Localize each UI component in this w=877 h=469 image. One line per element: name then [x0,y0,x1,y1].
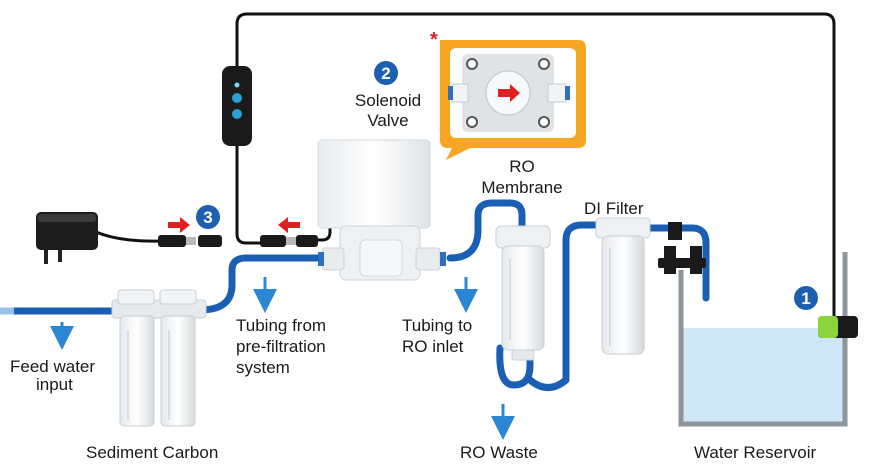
ro-inlet-tube [446,199,526,262]
marker-2: 2 [374,61,398,85]
valve-cable [300,222,332,242]
svg-text:3: 3 [203,208,212,227]
tubing-pre-label-3: system [236,358,290,377]
marker-3: 3 [196,205,220,229]
ro-membrane-label-2: Membrane [481,178,562,197]
ro-membrane-label: RO [509,157,535,176]
valve-callout [440,40,586,160]
power-adapter [36,212,98,264]
sediment-carbon-label: Sediment Carbon [86,443,218,462]
dc-connector [158,235,318,247]
pre-filtration-tube [196,254,326,314]
sensor-cable [235,12,836,322]
feed-water-label-2: input [36,375,73,394]
tubing-ro-label-2: RO inlet [402,337,464,356]
svg-text:1: 1 [801,289,810,308]
tubing-pre-label: Tubing from [236,316,326,335]
flow-direction-arrow [498,84,520,102]
solenoid-label: Solenoid [355,91,421,110]
connector-arrow-right [168,217,190,233]
controller-cable-down [235,145,262,245]
sediment-carbon-filters [111,289,207,427]
callout-asterisk: * [430,29,438,51]
connector-arrow-left [278,217,300,233]
di-filter-label: DI Filter [584,199,644,218]
feed-water-label: Feed water [10,357,95,376]
tubing-pre-label-2: pre-filtration [236,337,326,356]
solenoid-valve [317,139,446,281]
tubing-ro-label: Tubing to [402,316,472,335]
ro-membrane [495,225,551,361]
water-level-sensor [818,316,858,338]
water-reservoir-label: Water Reservoir [694,443,817,462]
di-filter [595,217,651,355]
di-output-tube [636,224,710,302]
svg-text:2: 2 [381,64,390,83]
ro-waste-label: RO Waste [460,443,538,462]
ro-waste-tube [496,344,534,389]
ro-to-di-tube [526,221,610,391]
marker-1: 1 [794,286,818,310]
solenoid-label-2: Valve [367,111,408,130]
controller-box [222,66,252,146]
shutoff-valve [658,222,706,274]
